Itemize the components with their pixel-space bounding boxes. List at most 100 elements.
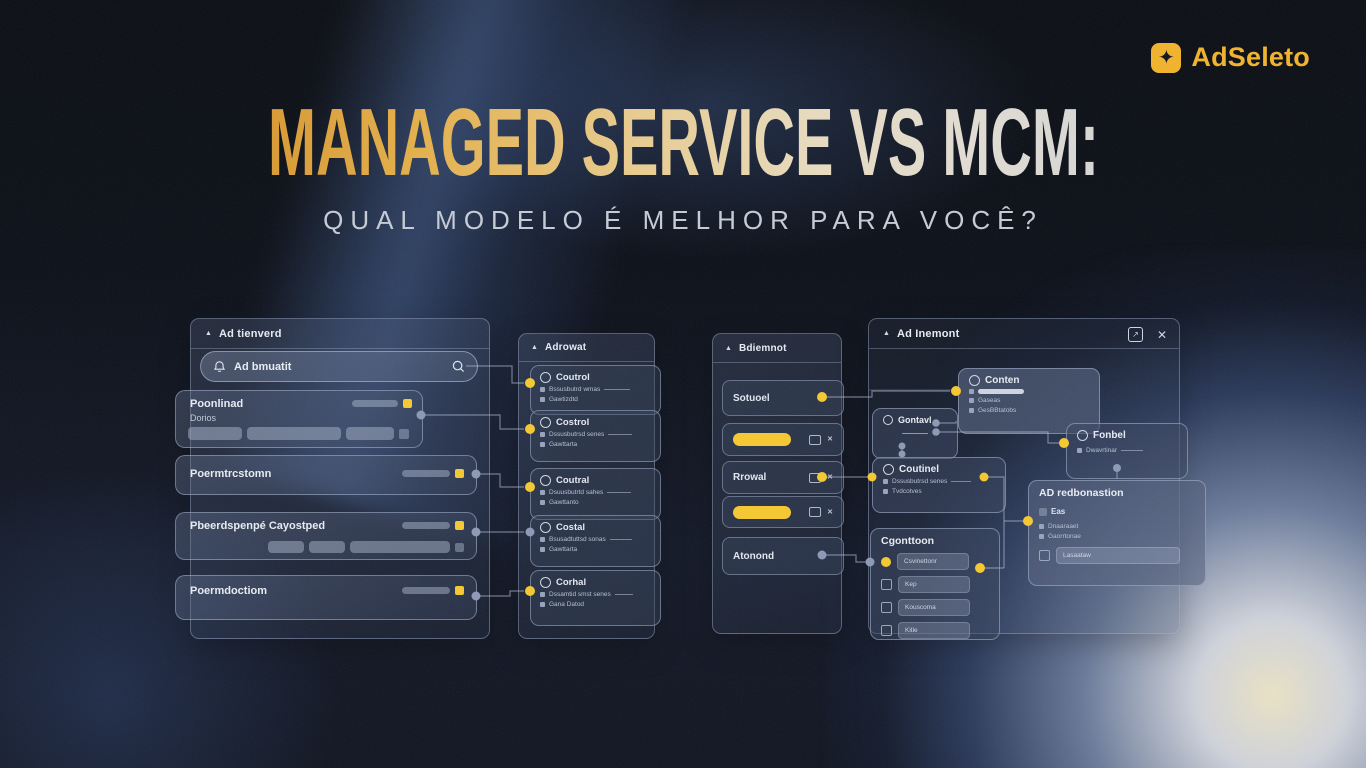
page-subtitle: QUAL MODELO É MELHOR PARA VOCÊ?: [323, 205, 1043, 235]
search-icon[interactable]: [452, 360, 465, 373]
search-input[interactable]: Ad bmuatit: [234, 360, 292, 373]
node-title: AD redbonastion: [1039, 487, 1124, 499]
card-title: Poonlinad: [190, 398, 244, 410]
tiny-square-icon: [883, 489, 888, 494]
yellow-highlight-pill: [733, 505, 791, 519]
node-fonbel: Fonbel Dwavrtinar: [1066, 423, 1188, 479]
campaign-card: Poonlinad Dorios: [175, 390, 423, 448]
input-value: Lasaataw: [1063, 552, 1091, 559]
left-flow-panel-header: ▲ Adrowat: [519, 334, 654, 362]
tiny-square-icon: [540, 387, 545, 392]
tiny-square-icon: [1039, 534, 1044, 539]
tiny-rule: [1121, 450, 1144, 451]
gray-square-icon: [455, 542, 464, 552]
tiny-square-icon: [883, 479, 888, 484]
flow-card-title: Costal: [556, 522, 586, 533]
tiny-rule: [607, 492, 632, 493]
tiny-square-icon: [540, 592, 545, 597]
circle-icon: [969, 375, 980, 386]
text-input[interactable]: Lasaataw: [1056, 547, 1180, 564]
tiny-square-icon: [540, 432, 545, 437]
node-operations: Cgonttoon Csvinettonr Kep Kouscoma Kitle: [870, 528, 1000, 640]
circle-icon: [540, 475, 551, 486]
placeholder-pill: [352, 400, 398, 407]
yellow-status-square: [403, 399, 412, 408]
card-title: Poermdoctiom: [190, 585, 268, 597]
ad-window-title: Ad Inemont: [896, 327, 960, 340]
triangle-icon: ▲: [205, 330, 212, 337]
image-icon: [809, 507, 822, 517]
tiny-rule: [608, 434, 633, 435]
tiny-square-icon: [1039, 524, 1044, 529]
node-title: Gontavl: [898, 415, 932, 425]
node-title: Cgonttoon: [881, 535, 935, 547]
circle-icon: [883, 464, 894, 475]
node-title: Conten: [985, 375, 1020, 386]
tiny-square-icon: [540, 537, 545, 542]
image-icon: [809, 434, 822, 445]
tiny-square-icon: [540, 500, 545, 505]
search-bar[interactable]: Ad bmuatit: [200, 351, 478, 382]
gray-square-icon: [1039, 507, 1047, 516]
placeholder-pill: [188, 427, 242, 440]
circle-icon: [540, 577, 551, 588]
flow-card-title: Costrol: [556, 417, 590, 428]
flow-card-line: Dssamtid smst senes: [549, 591, 611, 598]
flow-card: Coutral Dsuusbutrtd sahes Gawttanto: [530, 468, 661, 520]
yellow-status-square: [455, 586, 464, 595]
folder-icon: [881, 602, 892, 613]
flow-card: Coutrol Bssusbutrd wmas Gawtizdtd: [530, 365, 661, 415]
placeholder-pill: [247, 427, 341, 440]
left-list-panel-header: ▲ Ad tienverd: [191, 319, 489, 349]
flow-card-line: Gawttarta: [549, 546, 578, 553]
node-title: Coutinel: [899, 464, 939, 475]
tiny-rule: [902, 433, 928, 434]
highlight-pill: [978, 389, 1024, 394]
node-ad-red: AD redbonastion Eas Dnaaraaet Gaorrtonae…: [1028, 480, 1206, 586]
circle-icon: [540, 522, 551, 533]
share-icon[interactable]: ↗: [1128, 327, 1143, 342]
triangle-icon: ▲: [883, 330, 890, 337]
placeholder-pill: [268, 541, 304, 553]
x-icon: ✕: [827, 474, 833, 481]
tiny-square-icon: [540, 490, 545, 495]
brand-logo: ✦ AdSeleto: [1151, 42, 1310, 73]
node-line: Dnaaraaet: [1048, 523, 1079, 530]
placeholder-pill: [309, 541, 345, 553]
flow-card-line: Dsuusbutrtd sahes: [549, 489, 604, 496]
flow-card: Costrol Dssusbutrsd senes Gawttarta: [530, 410, 661, 462]
flow-card-line: Gana Datod: [549, 601, 585, 608]
yellow-status-square: [455, 521, 464, 530]
campaign-card: Pbeerdspenpé Cayostped: [175, 512, 477, 560]
list-item: ✕: [722, 423, 844, 456]
x-icon: ✕: [827, 436, 833, 443]
tiny-square-icon: [1077, 448, 1082, 453]
placeholder-pill: [402, 522, 450, 529]
x-icon: ✕: [827, 508, 833, 516]
tiny-square-icon: [540, 602, 545, 607]
circle-icon: [1077, 430, 1088, 441]
tiny-square-icon: [969, 398, 974, 403]
right-list-panel-title: Bdiemnot: [738, 342, 787, 354]
flow-card: Corhal Dssamtid smst senes Gana Datod: [530, 570, 661, 626]
triangle-icon: ▲: [531, 344, 538, 351]
brand-name: AdSeleto: [1191, 42, 1310, 72]
sparkle-icon: ✦: [1157, 46, 1175, 69]
flow-card-line: Bssusbutrd wmas: [549, 386, 601, 393]
list-item-label: Rrowal: [733, 472, 767, 483]
node-title: Fonbel: [1093, 430, 1126, 441]
yellow-highlight-pill: [733, 433, 791, 446]
node-line: Tvdcotves: [892, 488, 922, 495]
close-icon[interactable]: ✕: [1157, 327, 1168, 342]
op-row-pill: Kep: [898, 576, 970, 593]
flow-card-line: Dssusbutrsd senes: [549, 431, 605, 438]
left-flow-panel-title: Adrowat: [544, 342, 587, 353]
tiny-rule: [604, 389, 631, 390]
card-subtitle: Dorios: [190, 413, 217, 423]
yellow-status-square: [455, 469, 464, 478]
node-gontavl: Gontavl: [872, 408, 958, 459]
flow-card-line: Bsusadtuttsd sonas: [549, 536, 606, 543]
triangle-icon: ▲: [725, 344, 732, 352]
tiny-square-icon: [540, 547, 545, 552]
